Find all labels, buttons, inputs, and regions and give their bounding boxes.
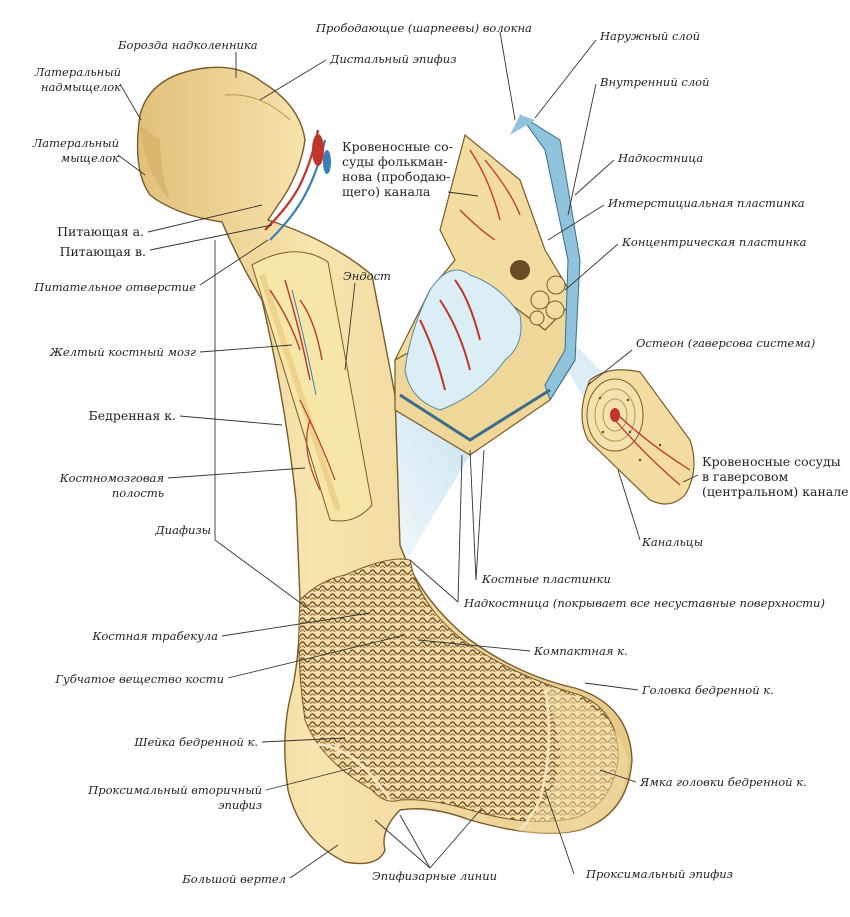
label-prox-vtor-1: Проксимальный вторичный xyxy=(87,783,262,797)
label-kompaktnaya: Компактная к. xyxy=(533,644,628,658)
label-kostnomozg-1: Костномозговая xyxy=(59,471,164,485)
label-krov-folk-1: Кровеносные со- xyxy=(342,139,453,154)
label-gubchatoe: Губчатое вещество кости xyxy=(54,672,224,686)
label-lat-nadmysh-1: Латеральный xyxy=(34,65,121,79)
label-bedrennaya: Бедренная к. xyxy=(89,408,176,423)
label-krov-folk-2: суды фолькман- xyxy=(342,154,448,169)
label-prox-vtor-2: эпифиз xyxy=(218,798,262,812)
label-kostnye-plastinki: Костные пластинки xyxy=(481,572,611,586)
label-krov-gavers-2: в гаверсовом xyxy=(702,469,789,484)
label-pitayushaya-a: Питающая а. xyxy=(57,224,144,239)
label-krov-folk-3: нова (прободаю- xyxy=(342,169,450,184)
leader-lines xyxy=(117,31,699,879)
label-intersticial: Интерстициальная пластинка xyxy=(607,196,805,210)
diagram-labels: Борозда надколенника Латеральный надмыще… xyxy=(32,21,849,886)
label-nadkostnica: Надкостница xyxy=(617,151,703,165)
label-yamka: Ямка головки бедренной к. xyxy=(639,775,807,789)
label-vnutrenni: Внутренний слой xyxy=(599,75,709,89)
label-prox-epifiz: Проксимальный эпифиз xyxy=(585,867,733,881)
label-krov-folk-4: щего) канала xyxy=(342,184,431,199)
label-kostnaya-trabekula: Костная трабекула xyxy=(91,629,218,643)
label-lat-mysh-2: мыщелок xyxy=(61,151,119,165)
label-epifiz-linii: Эпифизарные линии xyxy=(372,869,497,883)
label-krov-gavers-3: (центральном) канале xyxy=(702,484,849,499)
label-zhelty-mozg: Желтый костный мозг xyxy=(49,345,196,359)
label-naruzhny: Наружный слой xyxy=(599,29,700,43)
label-probodayushie: Прободающие (шарпеевы) волокна xyxy=(315,21,532,35)
label-golovka: Головка бедренной к. xyxy=(641,683,774,697)
label-lat-nadmysh-2: надмыщелок xyxy=(41,80,121,94)
femur-bone xyxy=(136,66,633,865)
osteon-cylinder xyxy=(581,369,695,505)
label-diafizy: Диафизы xyxy=(154,523,211,537)
label-pitayushaya-v: Питающая в. xyxy=(60,244,146,259)
label-osteon: Остеон (гаверсова система) xyxy=(636,336,815,350)
label-lat-mysh-1: Латеральный xyxy=(32,136,119,150)
label-sheika: Шейка бедренной к. xyxy=(133,735,258,749)
label-distal-epifiz: Дистальный эпифиз xyxy=(329,52,456,66)
label-pit-otverstie: Питательное отверстие xyxy=(33,280,196,294)
label-nadkostnica-vse: Надкостница (покрывает все несуставные п… xyxy=(463,596,825,610)
label-borozda: Борозда надколенника xyxy=(117,38,258,52)
label-bolshoi-vertel: Большой вертел xyxy=(181,872,286,886)
label-kostnomozg-2: полость xyxy=(112,486,164,500)
label-kanalcy: Канальцы xyxy=(641,535,703,549)
label-koncentr: Концентрическая пластинка xyxy=(621,235,807,249)
label-endost: Эндост xyxy=(343,269,391,283)
enlarged-bone-segment xyxy=(393,114,581,456)
label-krov-gavers-1: Кровеносные сосуды xyxy=(702,454,841,469)
